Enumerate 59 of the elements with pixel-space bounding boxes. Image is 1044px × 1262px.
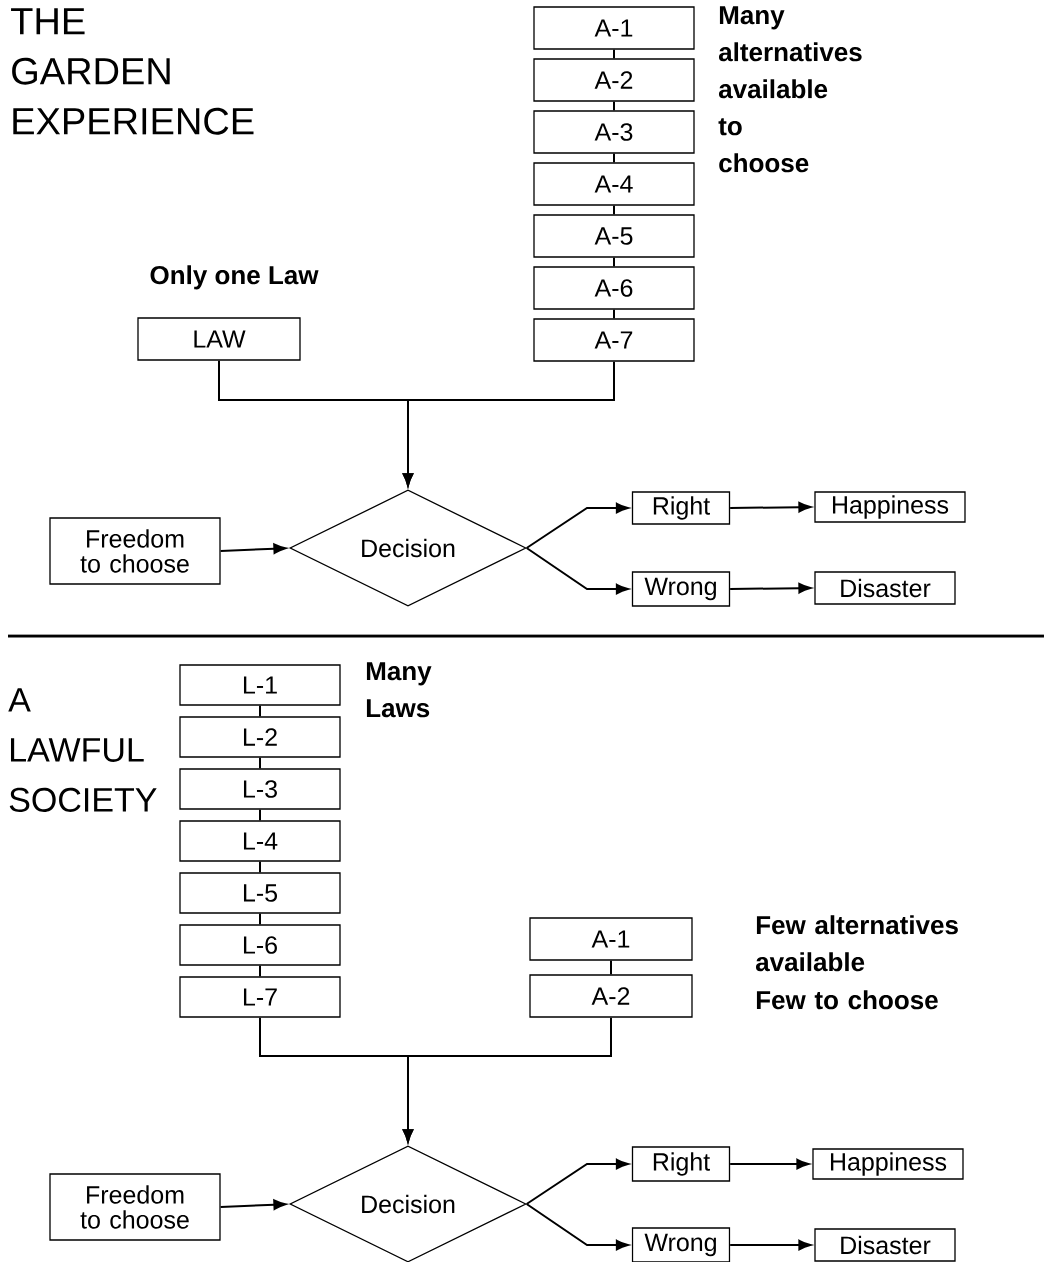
- arrow: [219, 543, 287, 554]
- process-box: Wrong: [631, 1227, 731, 1262]
- process-box: A-4: [533, 162, 695, 206]
- section-title: THE GARDEN EXPERIENCE: [11, 8, 254, 135]
- connector-line: [259, 912, 261, 926]
- process-box: Disaster: [814, 1228, 956, 1262]
- process-box: A-1: [533, 6, 695, 50]
- arrow: [729, 1239, 812, 1251]
- connector-line: [259, 964, 261, 978]
- process-box: A-2: [533, 58, 695, 102]
- arrow: [219, 1199, 287, 1210]
- process-box: A-7: [533, 318, 695, 362]
- note-text: Many alternatives available to choose: [718, 6, 862, 173]
- process-box: Right: [631, 491, 731, 525]
- note-text: Few to choose: [756, 990, 938, 1010]
- process-box: L-2: [179, 716, 341, 758]
- arrow: [729, 582, 812, 594]
- arrow: [525, 547, 629, 595]
- process-box: LAW: [137, 317, 301, 361]
- process-box: L-1: [179, 664, 341, 706]
- arrow: [525, 502, 629, 549]
- process-box: A-1: [529, 917, 693, 961]
- connector-line: [613, 256, 615, 268]
- process-box: Happiness: [812, 1148, 964, 1180]
- process-box: L-3: [179, 768, 341, 810]
- process-box: Freedom to choose: [49, 1173, 221, 1241]
- process-box: Happiness: [814, 491, 966, 523]
- node-caption: Only one Law: [150, 265, 319, 290]
- connector-line: [610, 959, 612, 976]
- connector-line: [613, 48, 615, 60]
- process-box: Wrong: [631, 571, 731, 607]
- connector-line: [259, 860, 261, 874]
- process-box: A-3: [533, 110, 695, 154]
- connector-line: [259, 756, 261, 770]
- arrow: [402, 360, 615, 487]
- connector-line: [259, 704, 261, 718]
- connector-line: [613, 100, 615, 112]
- process-box: A-6: [533, 266, 695, 310]
- arrow: [402, 1016, 612, 1143]
- arrow: [729, 501, 812, 513]
- note-text: Few alternatives available: [755, 915, 958, 972]
- process-box: A-2: [529, 974, 693, 1018]
- process-box: Freedom to choose: [49, 517, 221, 585]
- process-box: L-4: [179, 820, 341, 862]
- process-box: A-5: [533, 214, 695, 258]
- connector-line: [259, 808, 261, 822]
- connector-line: [613, 308, 615, 320]
- connector-line: [613, 152, 615, 164]
- process-box: Disaster: [814, 571, 956, 605]
- process-box: L-5: [179, 872, 341, 914]
- arrow: [525, 1203, 629, 1251]
- process-box: L-6: [179, 924, 341, 966]
- process-box: L-7: [179, 976, 341, 1018]
- note-text: Many Laws: [366, 662, 432, 718]
- connector-line: [613, 204, 615, 216]
- arrow: [729, 1158, 810, 1170]
- process-box: Right: [631, 1146, 731, 1182]
- section-title: A LAWFUL SOCIETY: [8, 688, 157, 812]
- arrow: [525, 1158, 629, 1205]
